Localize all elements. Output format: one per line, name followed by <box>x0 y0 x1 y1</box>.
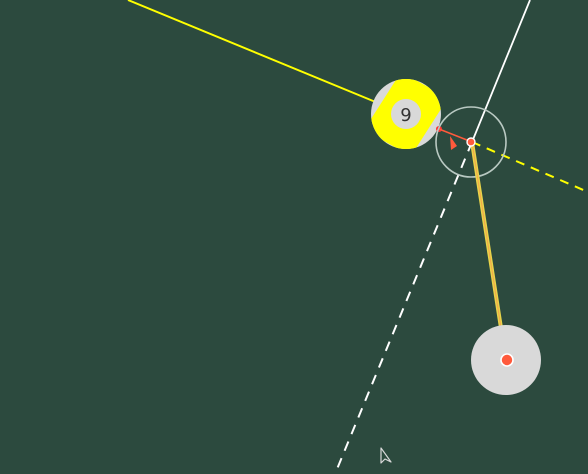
cue-ball[interactable] <box>471 325 541 395</box>
object-ball-projected-line <box>471 141 588 193</box>
mouse-cursor-icon <box>380 447 392 464</box>
contact-link-line <box>438 128 473 143</box>
nine-ball[interactable]: 9 <box>364 72 448 156</box>
direction-arrow-icon <box>450 136 457 150</box>
nine-ball-number: 9 <box>400 105 411 126</box>
ghost-ball-ring <box>435 106 507 178</box>
ghost-ball-center-marker <box>466 137 476 147</box>
cue-deflection-line <box>471 0 531 143</box>
cue-ball-spin-marker[interactable] <box>500 353 514 367</box>
object-ball-incoming-line <box>127 0 379 104</box>
aim-projection-line <box>334 141 473 474</box>
cue-stroke-accent <box>471 141 507 361</box>
nine-ball-number-disc <box>391 99 421 129</box>
